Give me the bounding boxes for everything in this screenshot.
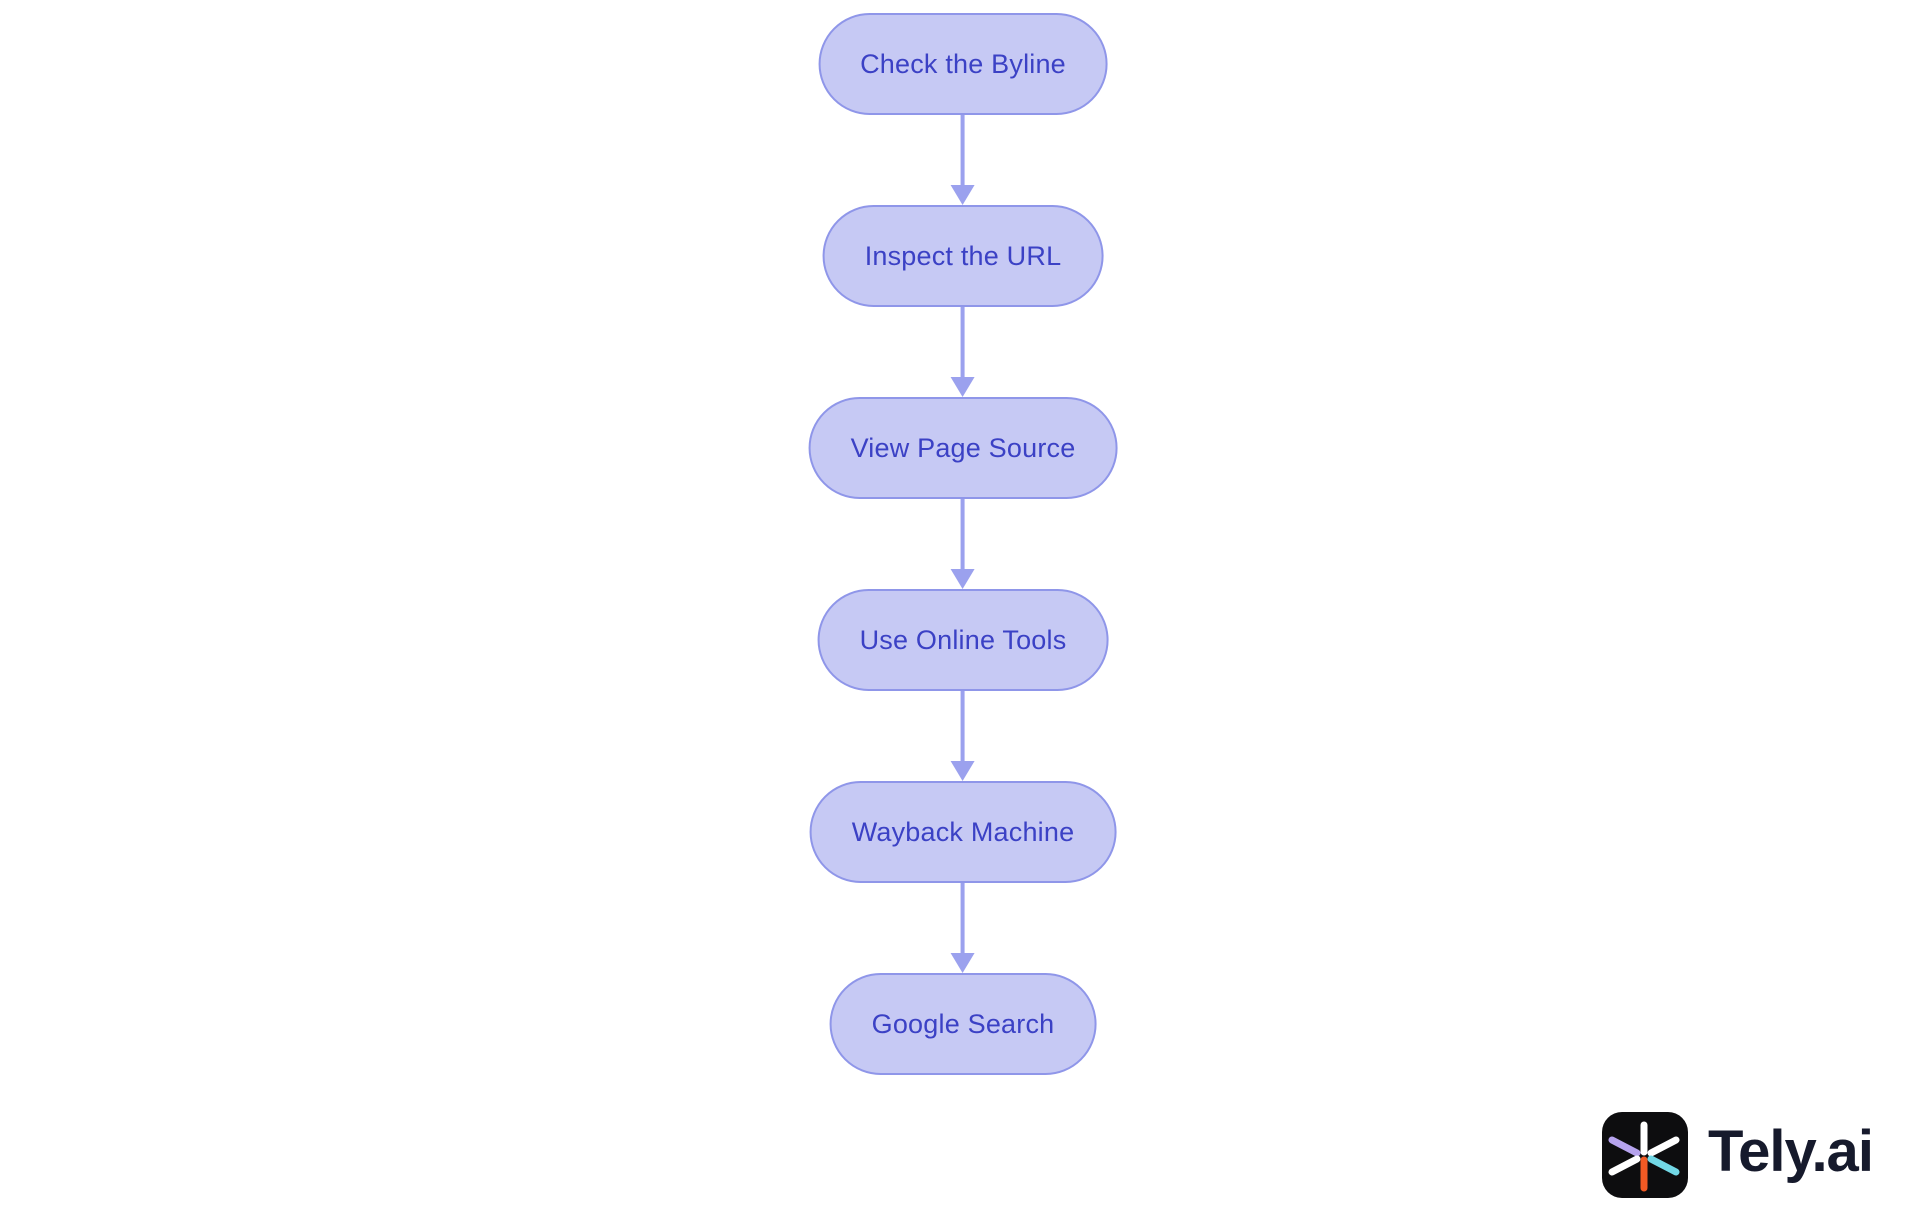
flow-node-check-the-byline: Check the Byline xyxy=(818,13,1108,115)
flow-node-label: Google Search xyxy=(871,1008,1055,1039)
arrow-head-icon xyxy=(951,761,975,781)
arrow-head-icon xyxy=(951,569,975,589)
flow-node-label: Use Online Tools xyxy=(859,624,1067,655)
arrow-head-icon xyxy=(951,377,975,397)
flow-arrow xyxy=(951,307,975,397)
flow-arrow xyxy=(951,115,975,205)
brand-wordmark: Tely.ai xyxy=(1708,1119,1874,1184)
tely-asterisk-icon xyxy=(1602,1112,1688,1198)
flow-node-google-search: Google Search xyxy=(829,973,1097,1075)
flow-arrow xyxy=(951,883,975,973)
flow-node-view-page-source: View Page Source xyxy=(808,397,1118,499)
flow-arrow xyxy=(951,691,975,781)
flow-node-label: Inspect the URL xyxy=(864,240,1062,271)
arrow-head-icon xyxy=(951,185,975,205)
flowchart: Check the Byline Inspect the URL View Pa… xyxy=(808,13,1118,1075)
tely-logo: Tely.ai xyxy=(1602,1112,1874,1198)
flow-node-label: View Page Source xyxy=(850,432,1076,463)
arrow-head-icon xyxy=(951,953,975,973)
flow-node-wayback-machine: Wayback Machine xyxy=(809,781,1117,883)
flow-node-inspect-the-url: Inspect the URL xyxy=(822,205,1104,307)
arrow-line xyxy=(961,115,965,185)
arrow-line xyxy=(961,883,965,953)
flow-node-label: Check the Byline xyxy=(860,48,1066,79)
arrow-line xyxy=(961,499,965,569)
flow-node-label: Wayback Machine xyxy=(851,816,1075,847)
arrow-line xyxy=(961,307,965,377)
arrow-line xyxy=(961,691,965,761)
flow-node-use-online-tools: Use Online Tools xyxy=(817,589,1109,691)
flow-arrow xyxy=(951,499,975,589)
